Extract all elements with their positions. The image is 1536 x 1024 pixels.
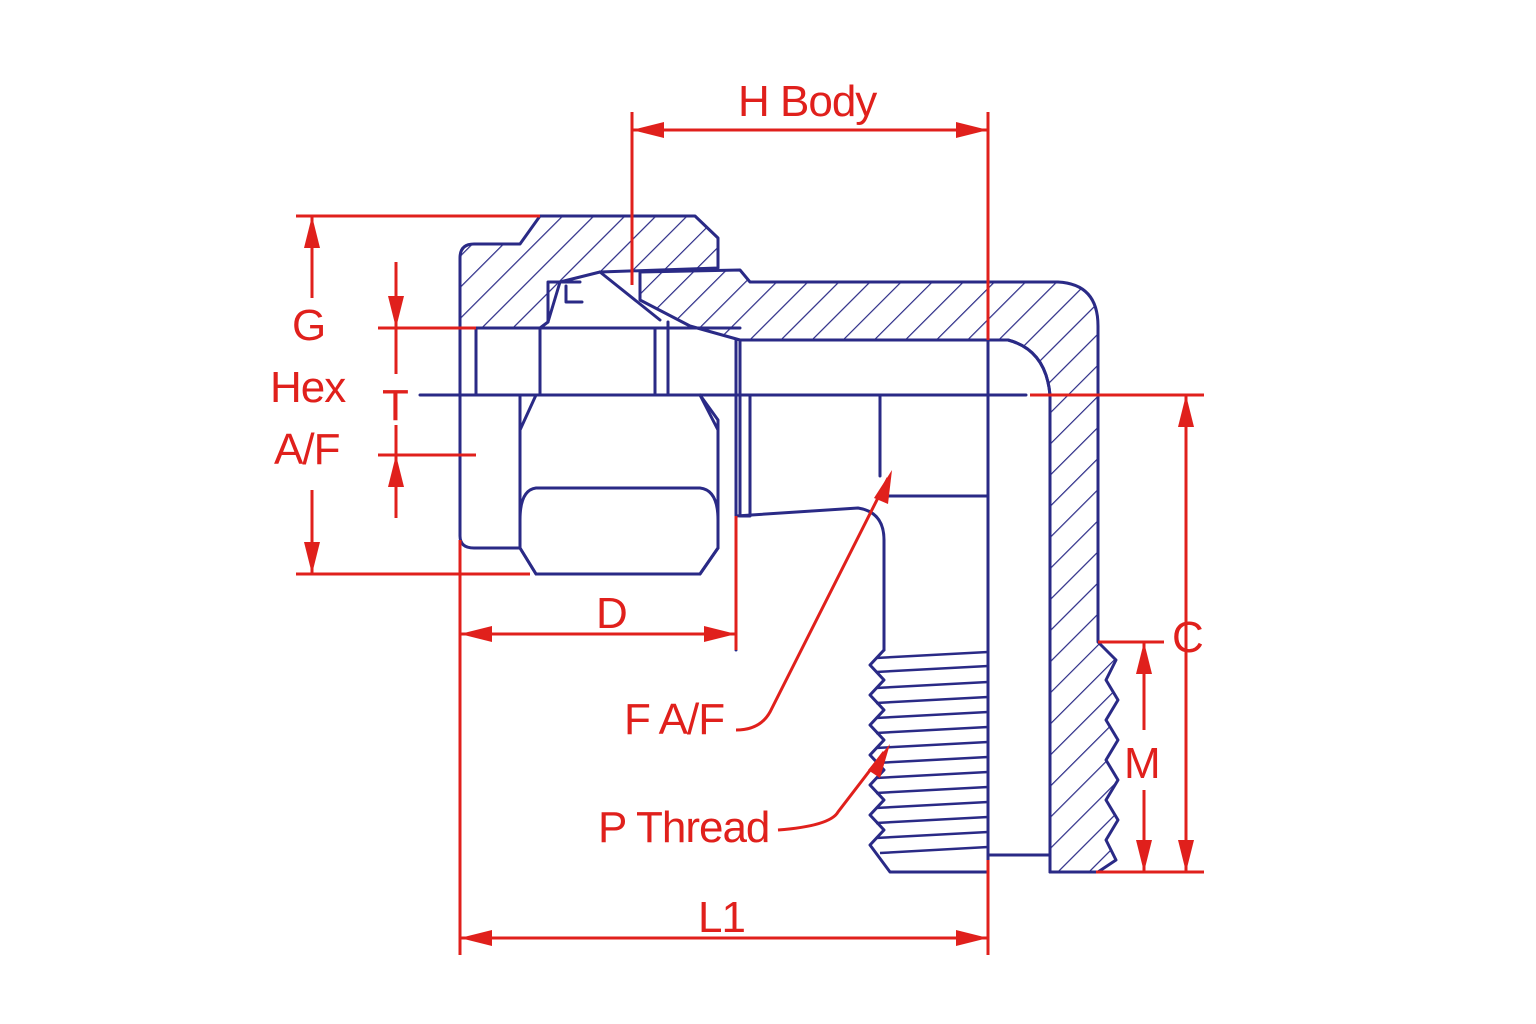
l1-label: L1: [698, 893, 745, 942]
g-label: G: [292, 301, 325, 350]
hex-flats: [518, 393, 720, 576]
t-dimension: T: [378, 262, 476, 518]
c-label: C: [1172, 613, 1203, 662]
h-body-label: H Body: [738, 77, 877, 126]
p-thread-label: P Thread: [598, 803, 769, 852]
f-af-label: F A/F: [624, 695, 724, 744]
d-label: D: [596, 589, 627, 638]
h-body-dimension: H Body: [630, 77, 990, 340]
d-dimension: D: [460, 516, 738, 650]
hex-af-dimension: G Hex A/F: [270, 214, 540, 576]
m-dimension: M: [1098, 640, 1164, 872]
hex-label: Hex: [270, 363, 346, 412]
f-af-leader: F A/F: [624, 470, 892, 744]
inner-bore: [748, 338, 1052, 874]
m-label: M: [1124, 739, 1160, 788]
l1-dimension: L1: [458, 540, 990, 955]
tube: [734, 338, 886, 652]
dimensions: H Body G Hex A/F T: [270, 77, 1204, 955]
nut-section: [458, 214, 720, 330]
fitting-body: [418, 214, 1120, 874]
nut-outline: [458, 326, 720, 576]
body-right-wall: [1048, 393, 1120, 874]
p-thread-leader: P Thread: [598, 744, 890, 852]
t-label: T: [382, 381, 408, 430]
c-dimension: C: [1030, 393, 1204, 874]
thread-lines: [875, 650, 989, 855]
af-label: A/F: [274, 425, 340, 474]
body-top-wall: [638, 268, 1100, 397]
